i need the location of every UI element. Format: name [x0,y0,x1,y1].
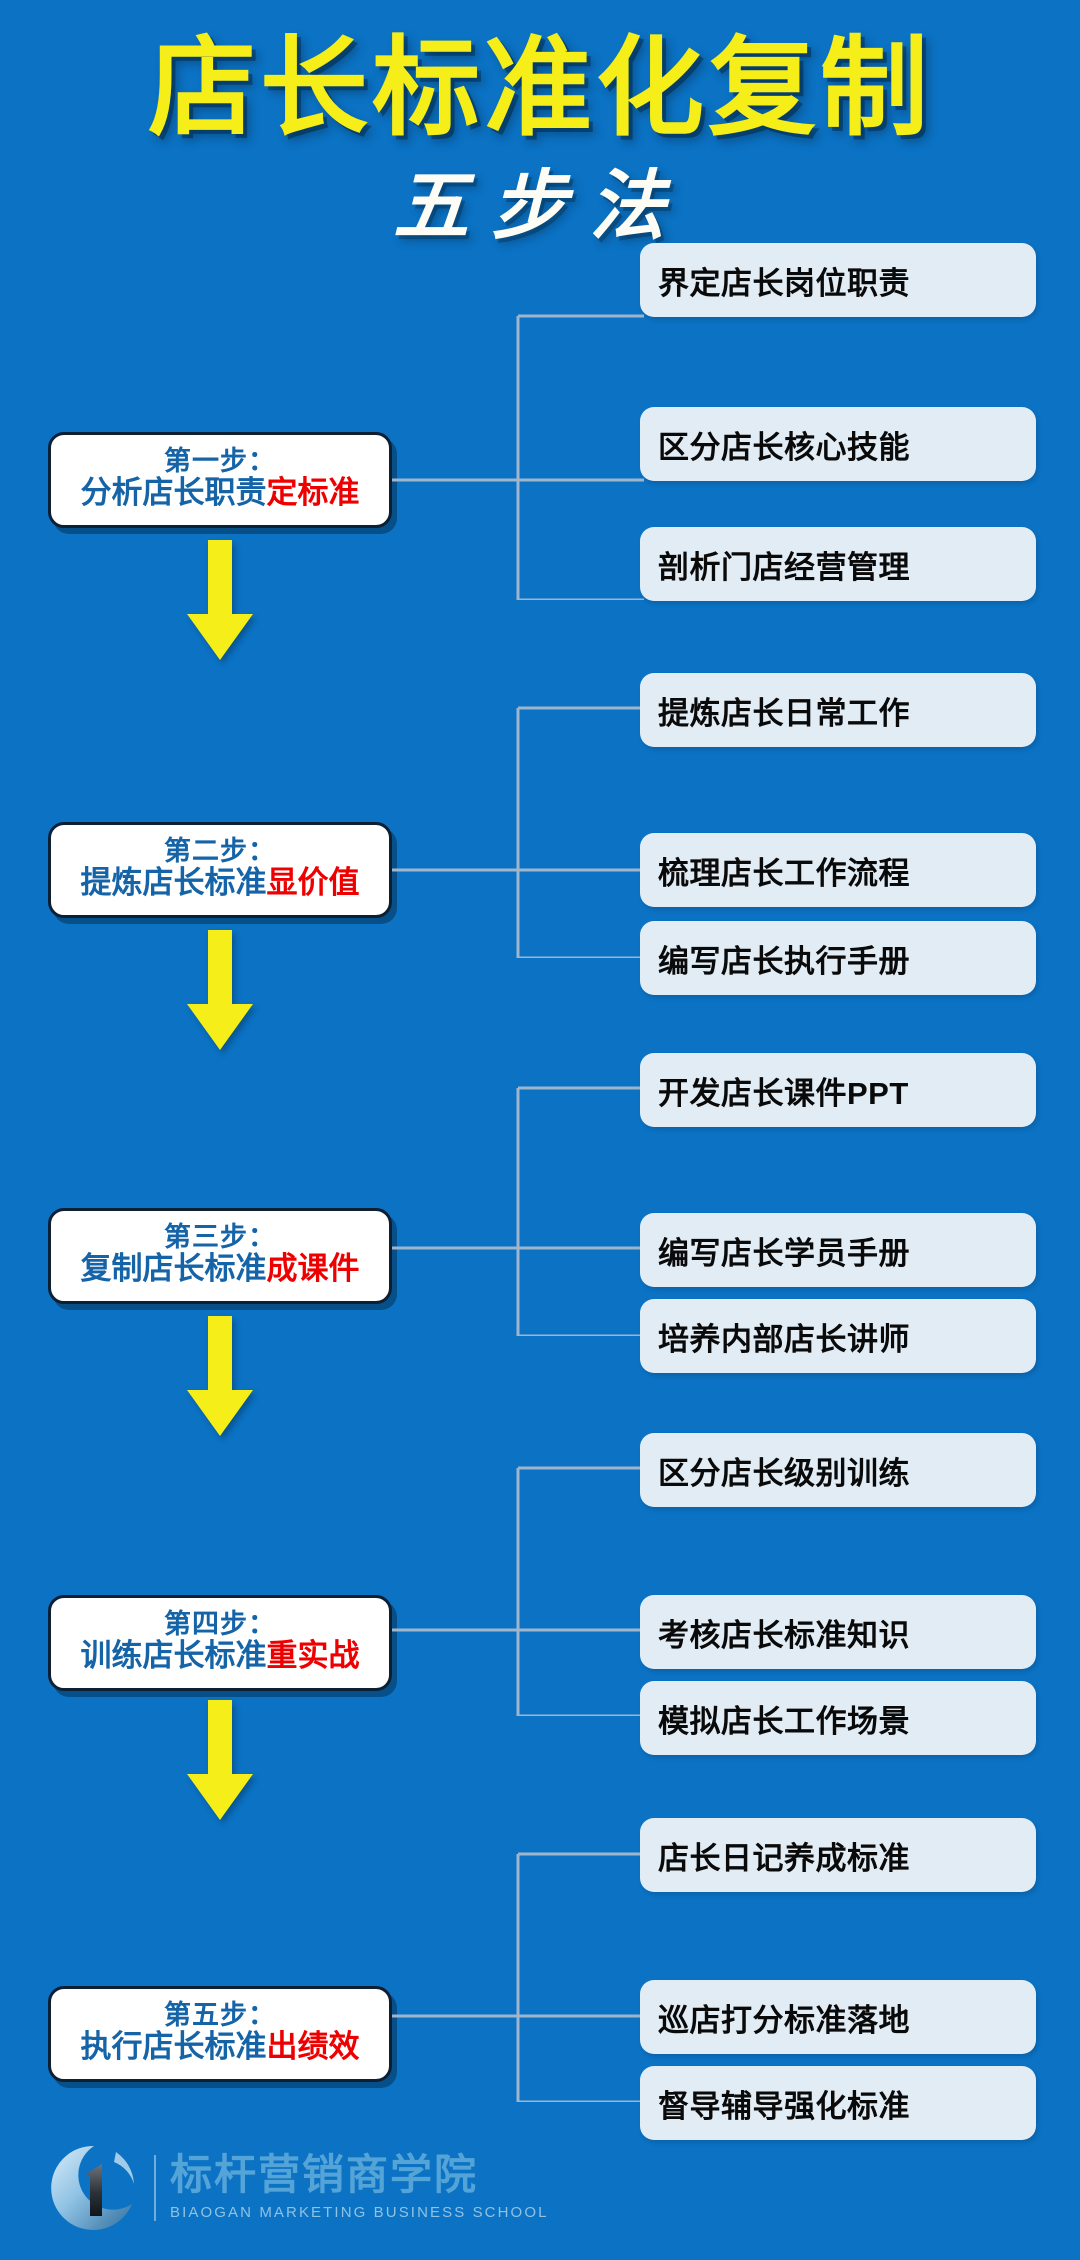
step-action-text-2: 提炼店长标准 [80,865,267,901]
sub-card-5-3[interactable]: 督导辅导强化标准 [640,2066,1036,2140]
step-card-3[interactable]: 第三步： 复制店长标准成课件 [48,1208,392,1304]
sub-card-label: 模拟店长工作场景 [658,1703,910,1739]
sub-card-4-1[interactable]: 区分店长级别训练 [640,1433,1036,1507]
step-action-highlight-3: 成课件 [266,1251,360,1287]
connector-group-5 [392,1766,644,2102]
poster-header: 店长标准化复制 五步法 [0,0,1080,320]
step-action-text-5: 执行店长标准 [80,2029,267,2065]
step-action-2: 提炼店长标准显价值 [80,865,360,901]
connector-group-3 [392,1000,644,1336]
step-label-1: 第一步： [164,446,276,477]
sub-card-4-3[interactable]: 模拟店长工作场景 [640,1681,1036,1755]
sub-card-1-3[interactable]: 剖析门店经营管理 [640,527,1036,601]
step-action-5: 执行店长标准出绩效 [80,2029,360,2065]
sub-card-label: 开发店长课件PPT [658,1075,909,1111]
logo-text-block: 标杆营销商学院 BIAOGAN MARKETING BUSINESS SCHOO… [170,2153,549,2222]
sub-card-1-2[interactable]: 区分店长核心技能 [640,407,1036,481]
logo-name-en: BIAOGAN MARKETING BUSINESS SCHOOL [170,2203,549,2221]
step-card-1[interactable]: 第一步： 分析店长职责定标准 [48,432,392,528]
sub-card-2-1[interactable]: 提炼店长日常工作 [640,673,1036,747]
step-card-4[interactable]: 第四步： 训练店长标准重实战 [48,1595,392,1691]
sub-card-label: 编写店长学员手册 [658,1235,910,1271]
sub-card-2-3[interactable]: 编写店长执行手册 [640,921,1036,995]
flow-arrow-1-to-2 [187,540,253,660]
step-label-3: 第三步： [164,1222,276,1253]
sub-card-label: 区分店长核心技能 [658,429,910,465]
step-action-text-3: 复制店长标准 [80,1251,267,1287]
step-action-highlight-1: 定标准 [266,475,360,511]
sub-card-label: 督导辅导强化标准 [658,2088,910,2124]
step-action-highlight-4: 重实战 [266,1638,360,1674]
logo-name-cn: 标杆营销商学院 [170,2151,479,2199]
sub-card-5-2[interactable]: 巡店打分标准落地 [640,1980,1036,2054]
connector-group-2 [392,620,644,958]
sub-card-4-2[interactable]: 考核店长标准知识 [640,1595,1036,1669]
sub-card-label: 提炼店长日常工作 [658,695,910,731]
step-action-highlight-5: 出绩效 [266,2029,360,2065]
sub-card-label: 考核店长标准知识 [658,1617,910,1653]
page-title: 店长标准化复制 [147,27,932,148]
sub-card-label: 巡店打分标准落地 [658,2002,910,2038]
step-action-highlight-2: 显价值 [266,865,360,901]
sub-card-3-2[interactable]: 编写店长学员手册 [640,1213,1036,1287]
step-action-4: 训练店长标准重实战 [80,1638,360,1674]
step-label-2: 第二步： [164,836,276,867]
step-card-5[interactable]: 第五步： 执行店长标准出绩效 [48,1986,392,2082]
sub-card-3-1[interactable]: 开发店长课件PPT [640,1053,1036,1127]
sub-card-label: 培养内部店长讲师 [658,1321,910,1357]
step-label-5: 第五步： [164,2000,276,2031]
flow-arrow-3-to-4 [187,1316,253,1436]
brand-logo: 标杆营销商学院 BIAOGAN MARKETING BUSINESS SCHOO… [46,2136,546,2240]
sub-card-label: 区分店长级别训练 [658,1455,910,1491]
sub-card-label: 编写店长执行手册 [658,943,910,979]
step-card-2[interactable]: 第二步： 提炼店长标准显价值 [48,822,392,918]
connector-group-4 [392,1380,644,1716]
page-subtitle: 五步法 [393,161,687,250]
flow-arrow-2-to-3 [187,930,253,1050]
sub-card-label: 界定店长岗位职责 [658,265,910,301]
sub-card-3-3[interactable]: 培养内部店长讲师 [640,1299,1036,1373]
sub-card-label: 店长日记养成标准 [658,1840,910,1876]
sub-card-5-1[interactable]: 店长日记养成标准 [640,1818,1036,1892]
logo-divider [154,2155,156,2221]
flow-arrow-4-to-5 [187,1700,253,1820]
step-label-4: 第四步： [164,1609,276,1640]
sub-card-label: 梳理店长工作流程 [658,855,910,891]
sub-card-label: 剖析门店经营管理 [658,549,910,585]
step-action-text-4: 训练店长标准 [80,1638,267,1674]
step-action-text-1: 分析店长职责 [80,475,267,511]
step-action-3: 复制店长标准成课件 [80,1251,360,1287]
circle-one-logo-icon [46,2140,142,2236]
sub-card-2-2[interactable]: 梳理店长工作流程 [640,833,1036,907]
step-action-1: 分析店长职责定标准 [80,475,360,511]
sub-card-1-1[interactable]: 界定店长岗位职责 [640,243,1036,317]
